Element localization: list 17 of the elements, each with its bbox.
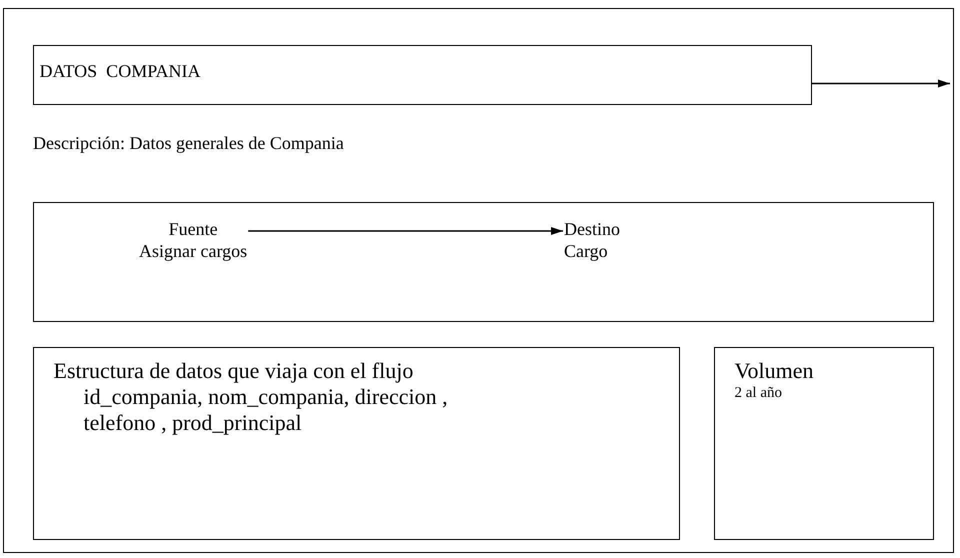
destination-name: Cargo — [564, 240, 609, 262]
description-text: Descripción: Datos generales de Compania — [33, 133, 344, 154]
form-frame — [3, 8, 954, 553]
volume-box — [714, 346, 934, 540]
structure-fields: id_compania, nom_compania, direccion , telefono , prod_principal — [84, 384, 484, 437]
data-structure-box — [32, 346, 680, 540]
volume-value: 2 al año — [734, 384, 783, 402]
arrow — [248, 227, 563, 235]
volume-heading: Volumen — [734, 358, 815, 384]
structure-heading: Estructura de datos que viaja con el flujo — [54, 358, 414, 384]
source-name: Asignar cargos — [139, 240, 248, 262]
arrow — [812, 80, 950, 88]
source-heading: Fuente — [168, 219, 219, 241]
destination-heading: Destino — [564, 219, 620, 241]
source-destination-box — [32, 202, 934, 322]
title-box — [32, 44, 812, 104]
flow-name: DATOS COMPANIA — [40, 60, 202, 82]
